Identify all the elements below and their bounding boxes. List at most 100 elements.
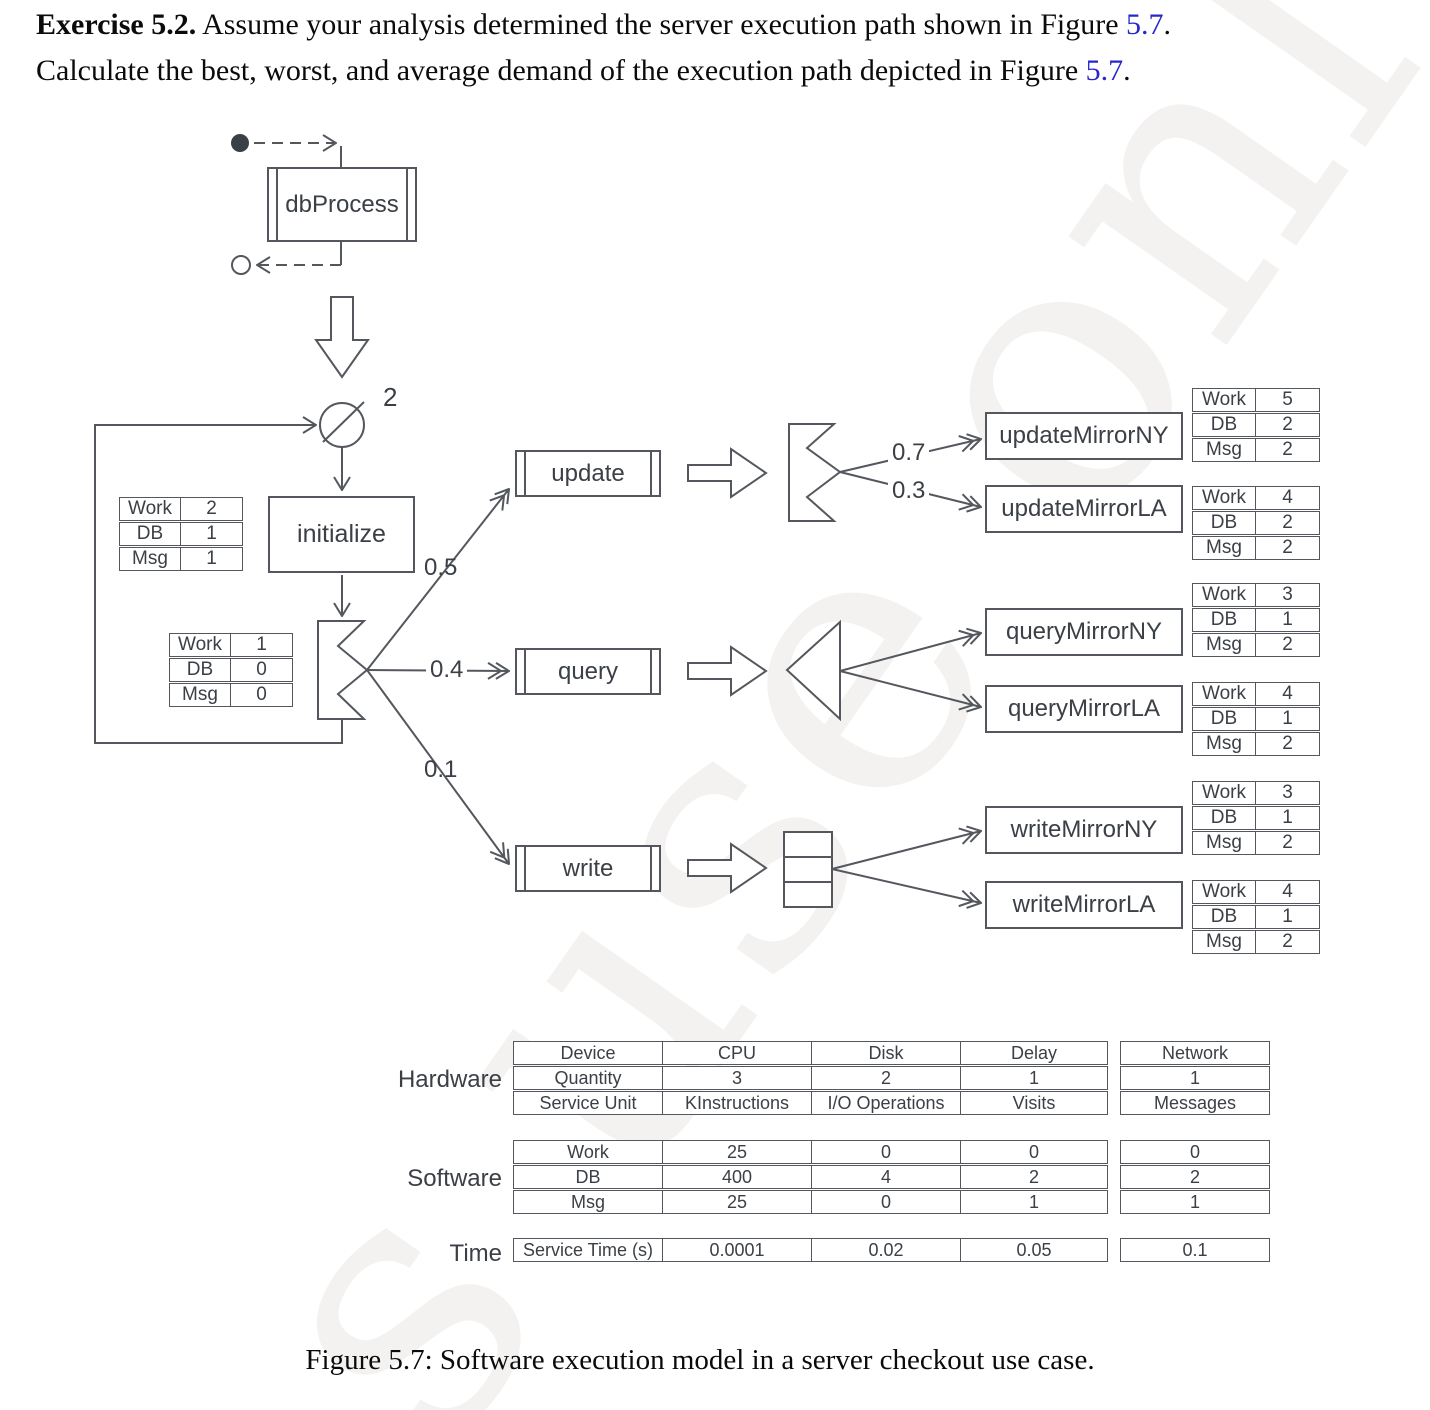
update-mirror-ny-label: updateMirrorNY [999, 422, 1169, 449]
cell-value: 2 [1282, 832, 1293, 853]
table-row: Network [1120, 1041, 1270, 1065]
update-mirror-ny-box: updateMirrorNY [985, 412, 1183, 460]
period: . [1163, 8, 1172, 41]
cell-label: Work [1193, 881, 1256, 903]
write-stack-node [783, 831, 833, 908]
table-row: 1 [1120, 1190, 1270, 1214]
stack-ny-line [831, 831, 981, 870]
cell: 1 [1028, 1067, 1039, 1088]
cell: Quantity [514, 1067, 663, 1089]
figure-ref-link-1[interactable]: 5.7 [1126, 8, 1164, 41]
prob-update-label: 0.5 [424, 554, 458, 581]
software-network-table: 0 2 1 [1120, 1140, 1270, 1214]
refinement-arrow-icon [314, 296, 370, 379]
hardware-network-table: Network 1 Messages [1120, 1041, 1270, 1115]
query-join-node [785, 619, 841, 722]
cell: DB [514, 1166, 663, 1188]
cell: 0 [1189, 1141, 1200, 1162]
cell-label: Msg [1193, 634, 1256, 656]
cell: 3 [663, 1067, 812, 1089]
figure-ref-link-2[interactable]: 5.7 [1085, 54, 1124, 87]
cell: Disk [812, 1042, 961, 1064]
query-box: query [515, 648, 661, 695]
loop-node-slash [322, 401, 365, 443]
join-la-line [839, 670, 981, 707]
cell: 1 [1189, 1067, 1200, 1088]
branch-node [317, 620, 369, 720]
cell-label: Msg [1193, 832, 1256, 854]
cell-value: 4 [1282, 683, 1293, 704]
cell-value: 2 [1282, 414, 1293, 435]
cell-value: 2 [1282, 634, 1293, 655]
hardware-label: Hardware [397, 1066, 502, 1093]
cell-label: Work [1193, 487, 1256, 509]
cell: 2 [812, 1067, 961, 1089]
cell: Messages [1153, 1092, 1237, 1113]
exercise-label: Exercise 5.2. [36, 8, 197, 41]
join-ny-line [839, 633, 981, 672]
cell-label: Msg [1193, 931, 1256, 953]
cell-value: 3 [1282, 782, 1293, 803]
cell-value: 3 [1282, 584, 1293, 605]
branch-write-line [366, 669, 509, 864]
cell: Network [1161, 1042, 1228, 1063]
cell-label: Work [1193, 389, 1256, 411]
cell: Service Time (s) [514, 1239, 663, 1261]
cell: 0 [812, 1191, 961, 1213]
cell-label: DB [1193, 708, 1256, 730]
cell-label: Msg [1193, 439, 1256, 461]
expand-arrow-icon [687, 447, 768, 499]
cell-value: 2 [1282, 733, 1293, 754]
exercise-sentence-1: Assume your analysis determined the serv… [196, 8, 1127, 41]
table-row: Msg 2 [1192, 633, 1320, 657]
write-mirror-la-label: writeMirrorLA [1012, 891, 1156, 918]
table-row: 2 [1120, 1165, 1270, 1189]
cell-value: 0 [256, 684, 267, 705]
update-mirror-la-label: updateMirrorLA [1001, 495, 1167, 522]
cell-label: Work [1193, 683, 1256, 705]
cell-value: 2 [206, 498, 217, 519]
cell-value: 1 [1282, 906, 1293, 927]
cell-value: 2 [1282, 512, 1293, 533]
table-row: Work 1 [169, 633, 293, 657]
loop-count-label: 2 [383, 382, 398, 412]
cell-label: Work [170, 634, 231, 656]
cell: Visits [1012, 1092, 1056, 1113]
initialize-box: initialize [268, 496, 415, 573]
cell: Service Unit [514, 1092, 663, 1114]
cell-value: 1 [256, 634, 267, 655]
cell: 0 [812, 1141, 961, 1163]
table-row: Service Time (s) 0.0001 0.02 0.05 [513, 1238, 1108, 1262]
cell: Delay [1010, 1042, 1058, 1063]
cell-label: Work [120, 498, 181, 520]
cell: Msg [514, 1191, 663, 1213]
table-row: 0 [1120, 1140, 1270, 1164]
cell: 2 [1189, 1166, 1200, 1187]
write-mirror-ny-label: writeMirrorNY [1010, 816, 1158, 843]
cell-label: DB [120, 523, 181, 545]
db-process-box: dbProcess [267, 167, 417, 242]
write-mirror-la-box: writeMirrorLA [985, 881, 1183, 929]
cell: I/O Operations [812, 1092, 961, 1114]
expand-arrow-icon [687, 645, 768, 697]
cell: 0 [1028, 1141, 1039, 1162]
cell: 0.1 [1182, 1239, 1208, 1260]
cell-value: 2 [1282, 931, 1293, 952]
table-row: Service Unit KInstructions I/O Operation… [513, 1091, 1108, 1115]
cell: Work [514, 1141, 663, 1163]
table-row: Work 25 0 0 [513, 1140, 1108, 1164]
